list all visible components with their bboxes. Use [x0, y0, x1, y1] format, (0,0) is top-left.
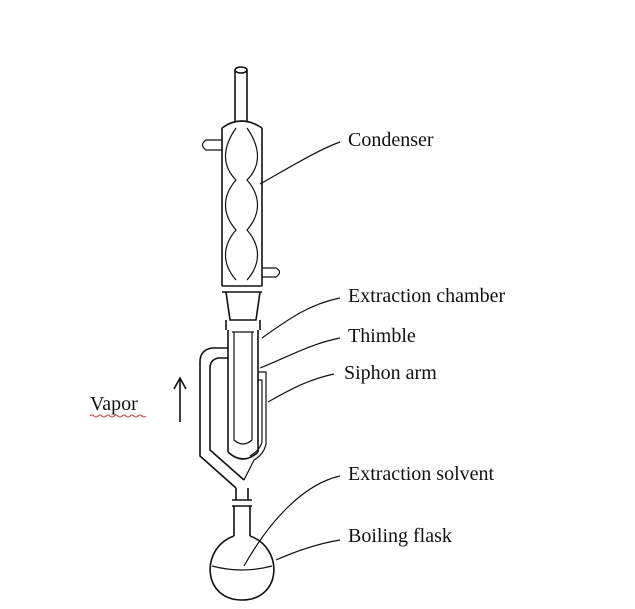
spellcheck-underline [89, 414, 147, 418]
extraction-chamber-label: Extraction chamber [348, 285, 505, 307]
condenser-label: Condenser [348, 129, 434, 151]
thimble-label: Thimble [348, 325, 416, 347]
condenser-apparatus [201, 66, 281, 321]
extraction-chamber-apparatus [199, 320, 267, 507]
vapor-label: Vapor [90, 393, 138, 415]
vapor-arrow-icon [173, 376, 187, 422]
leader-lines [243, 141, 341, 567]
siphon-arm-label: Siphon arm [344, 362, 437, 384]
boiling-flask-label: Boiling flask [348, 525, 452, 547]
boiling-flask-apparatus [209, 506, 275, 601]
extraction-solvent-label: Extraction solvent [348, 463, 495, 485]
